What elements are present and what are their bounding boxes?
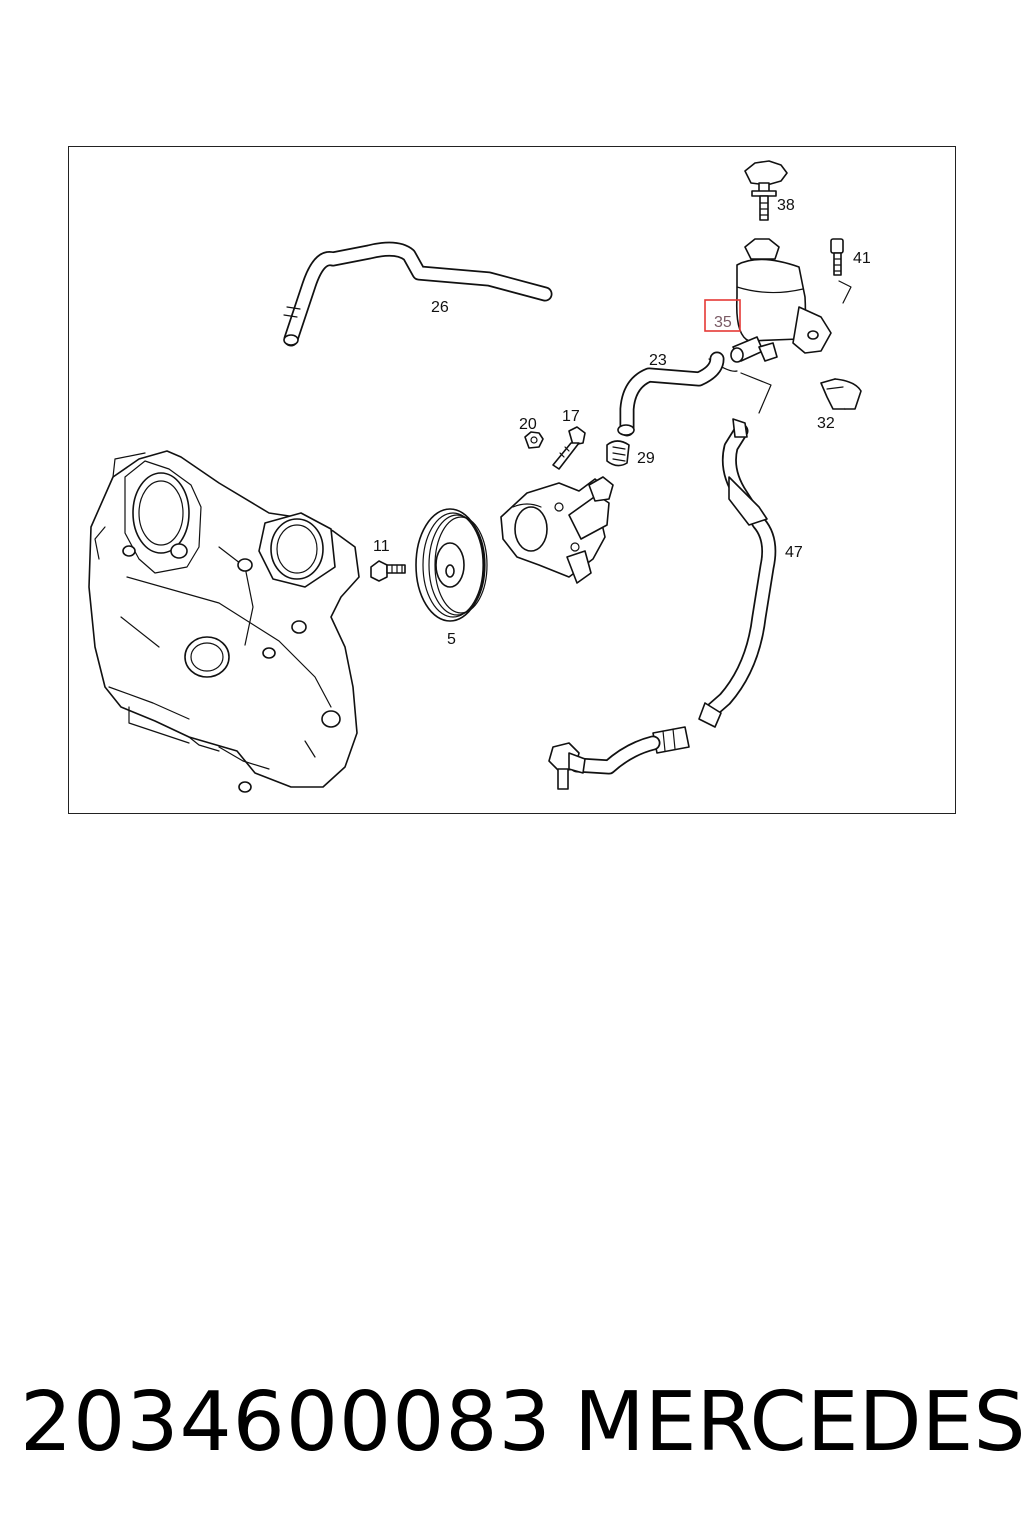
part-number: 2034600083	[20, 1375, 552, 1470]
bolt-11[interactable]	[370, 560, 406, 582]
hose-47[interactable]	[548, 418, 777, 790]
bolt-41[interactable]	[830, 238, 852, 304]
hose-23[interactable]	[617, 351, 725, 437]
callout-35[interactable]: 35	[714, 314, 732, 331]
callout-17[interactable]: 17	[562, 408, 580, 425]
callout-23[interactable]: 23	[649, 352, 667, 369]
clip-32[interactable]	[820, 378, 862, 410]
callout-11[interactable]: 11	[373, 538, 390, 555]
footer: 2034600083 MERCEDES	[0, 1368, 1024, 1478]
callout-20[interactable]: 20	[519, 416, 537, 433]
callout-38[interactable]: 38	[777, 197, 795, 214]
parts-diagram: 38 41 26 35 23 20 17 29 32 11 47 5	[88, 160, 871, 793]
pulley-5[interactable]	[415, 508, 488, 622]
callout-35-highlight-box	[704, 299, 741, 332]
callout-5[interactable]: 5	[447, 631, 456, 648]
bolt-17[interactable]	[552, 426, 586, 470]
callout-26[interactable]: 26	[431, 299, 449, 316]
hose-26[interactable]	[283, 241, 553, 347]
nut-20[interactable]	[524, 431, 544, 449]
brand-name: MERCEDES	[574, 1375, 1024, 1470]
power-steering-pump[interactable]	[500, 476, 614, 584]
engine-timing-cover	[88, 450, 360, 793]
parts-diagram-frame: 38 41 26 35 23 20 17 29 32 11 47 5	[68, 146, 956, 814]
reservoir-cap-38[interactable]	[744, 160, 788, 221]
reservoir-35[interactable]	[708, 238, 832, 414]
callout-29[interactable]: 29	[637, 450, 655, 467]
callout-41[interactable]: 41	[853, 250, 871, 267]
seal-29[interactable]	[606, 440, 630, 467]
callout-32[interactable]: 32	[817, 415, 835, 432]
callout-47[interactable]: 47	[785, 544, 803, 561]
